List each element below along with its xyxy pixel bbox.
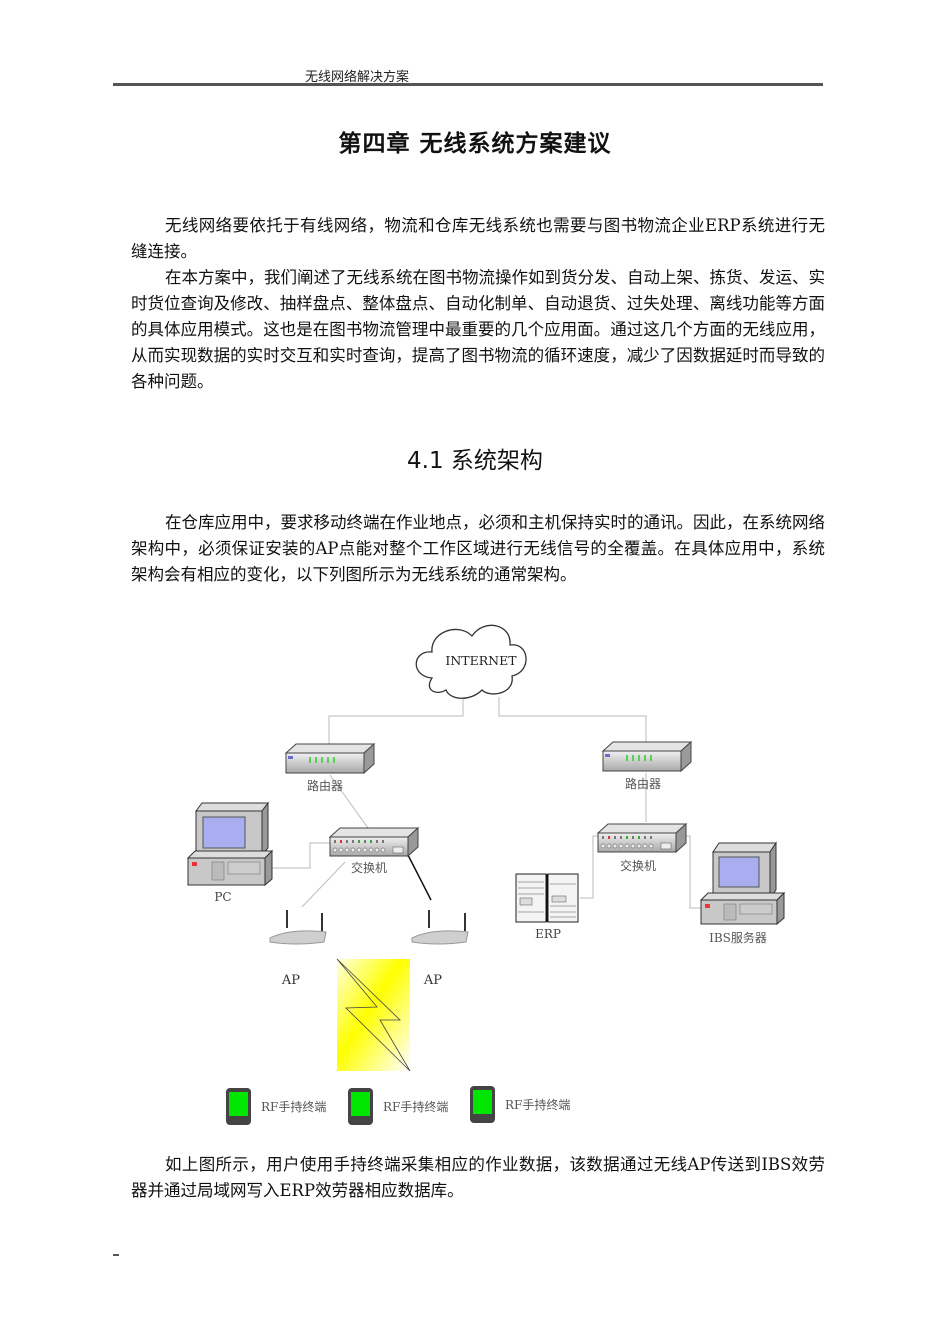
chapter-title: 第四章 无线系统方案建议 bbox=[338, 131, 612, 157]
access-point-left-icon bbox=[269, 910, 327, 945]
ibs-server-icon bbox=[699, 841, 786, 926]
ap-left-label: AP bbox=[281, 973, 300, 988]
rf-handheld-icon-2 bbox=[348, 1088, 373, 1125]
running-header: 无线网络解决方案 bbox=[305, 70, 410, 85]
access-point-right-icon bbox=[411, 910, 469, 945]
connection-lines bbox=[266, 697, 708, 909]
ibs-server-label: IBS服务器 bbox=[709, 930, 767, 945]
switch-left-label: 交换机 bbox=[351, 860, 387, 875]
section-title: 4.1 系统架构 bbox=[407, 448, 543, 474]
router-left-icon bbox=[284, 742, 376, 775]
router-right-label: 路由器 bbox=[625, 776, 661, 791]
erp-server-icon bbox=[515, 873, 579, 923]
section-paragraph-1: 在仓库应用中，要求移动终端在作业地点，必须和主机保持实时的通讯。因此，在系统网络… bbox=[131, 513, 825, 584]
erp-label: ERP bbox=[535, 927, 561, 941]
internet-cloud-icon: INTERNET bbox=[415, 624, 527, 699]
intro-paragraph-2: 在本方案中，我们阐述了无线系统在图书物流操作如到货分发、自动上架、拣货、发运、实… bbox=[131, 268, 825, 391]
switch-right-label: 交换机 bbox=[620, 858, 656, 873]
rf-handheld-label-2: RF手持终端 bbox=[383, 1099, 448, 1114]
rf-handheld-label-3: RF手持终端 bbox=[505, 1097, 570, 1112]
router-left-label: 路由器 bbox=[307, 778, 343, 793]
header-rule bbox=[113, 83, 823, 86]
rf-handheld-label-1: RF手持终端 bbox=[261, 1099, 326, 1114]
svg-text:INTERNET: INTERNET bbox=[445, 653, 517, 668]
wireless-signal-icon bbox=[336, 958, 411, 1072]
pc-computer-icon bbox=[186, 801, 274, 887]
ap-right-label: AP bbox=[423, 973, 442, 988]
intro-paragraph-1: 无线网络要依托于有线网络，物流和仓库无线系统也需要与图书物流企业ERP系统进行无… bbox=[131, 216, 825, 261]
switch-right-icon bbox=[596, 822, 688, 854]
rf-handheld-icon-1 bbox=[226, 1088, 251, 1125]
section-paragraph-2: 如上图所示，用户使用手持终端采集相应的作业数据，该数据通过无线AP传送到IBS效… bbox=[131, 1155, 825, 1200]
router-right-icon bbox=[601, 740, 693, 773]
pc-label: PC bbox=[214, 890, 231, 904]
rf-handheld-icon-3 bbox=[470, 1086, 495, 1123]
footer-mark bbox=[113, 1254, 119, 1256]
switch-left-icon bbox=[328, 826, 420, 858]
